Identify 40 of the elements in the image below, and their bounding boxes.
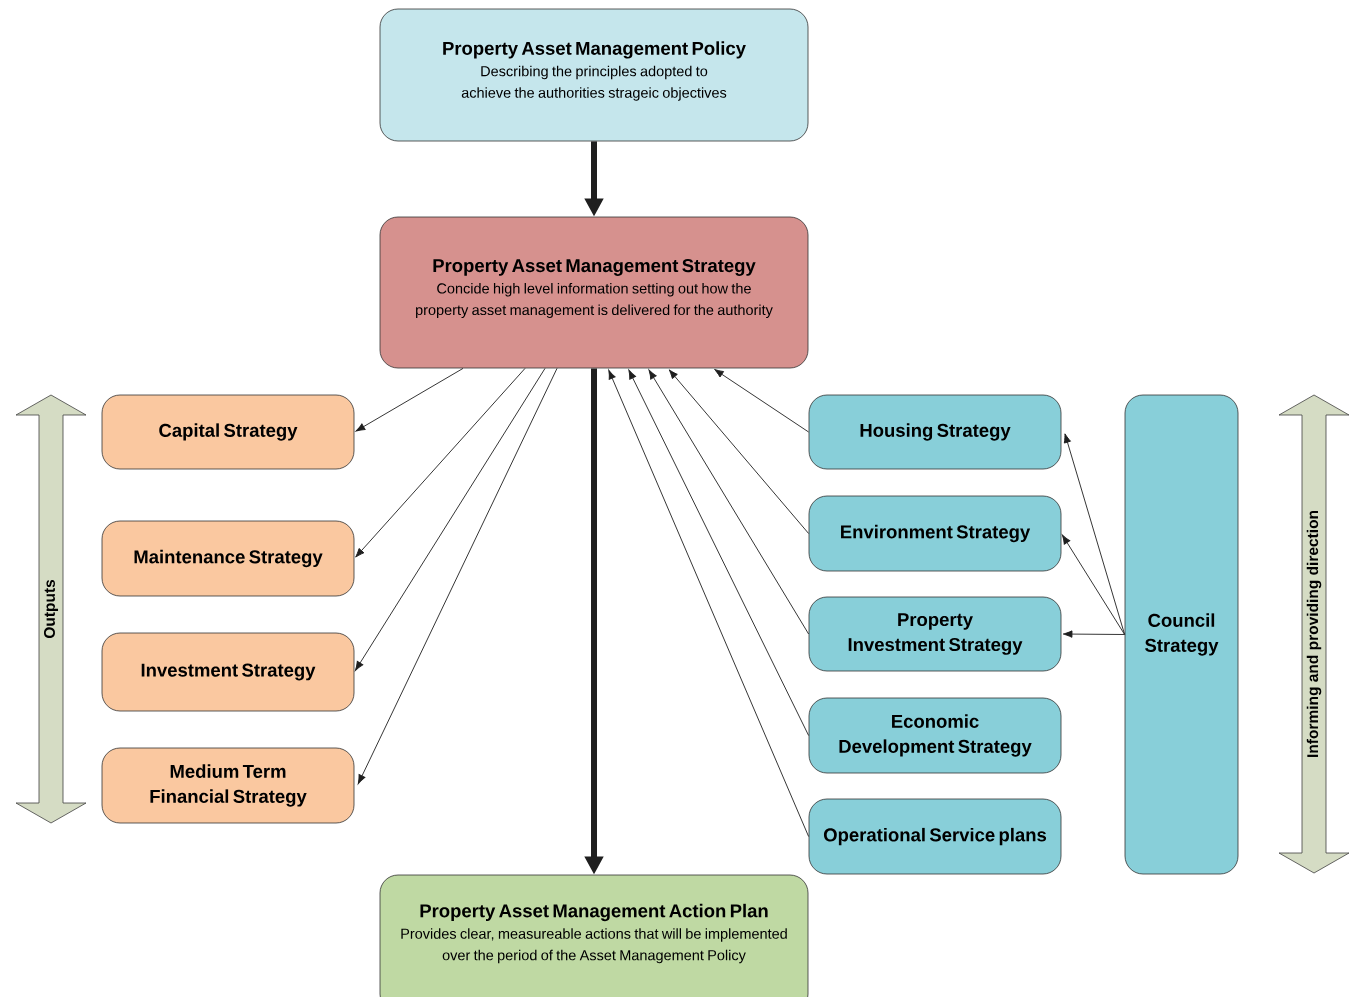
arrow-label: Outputs	[44, 579, 58, 639]
arrow	[1063, 433, 1126, 635]
arrow	[668, 369, 810, 534]
arrow	[355, 367, 526, 558]
box-text: Property Asset Management Policy Describing the principles adopted to achieve the authorities strageic objectives	[443, 41, 746, 101]
council-box	[1124, 394, 1239, 875]
box-text: Investment Strategy	[141, 663, 316, 681]
arrow	[608, 369, 810, 837]
output-box	[101, 394, 355, 470]
arrow	[648, 369, 810, 635]
arrow	[714, 369, 810, 433]
box-text: Housing Strategy	[860, 423, 1011, 441]
box-text: Property Investment Strategy	[848, 613, 1023, 655]
strategy-box	[379, 216, 809, 369]
box-text: Property Asset Management Strategy Concide high level information setting out how the property asset management is delivered for the authority	[416, 259, 773, 318]
box-text: Capital Strategy	[159, 423, 298, 441]
output-box	[101, 520, 355, 597]
box-text: Medium Term Financial Strategy	[150, 764, 307, 807]
box-text: Operational Service plans	[823, 827, 1047, 846]
input-box	[808, 394, 1062, 470]
output-box	[101, 632, 355, 712]
box-text: Environment Strategy	[841, 524, 1031, 543]
box-text: Council Strategy	[1145, 613, 1219, 656]
arrow	[354, 367, 546, 671]
arrow	[1062, 534, 1126, 635]
output-box	[101, 747, 355, 824]
policy-box	[379, 8, 809, 142]
arrow-label: Informing and providing direction	[1306, 510, 1322, 757]
box-text: Economic Development Strategy	[839, 714, 1032, 757]
arrow	[628, 369, 810, 736]
box-text: Property Asset Management Action Plan Provides clear, measureable actions that will be implemented over the period of the Asset Management Policy	[401, 903, 787, 964]
arrow	[357, 367, 558, 785]
arrow	[355, 367, 464, 432]
input-box	[808, 798, 1062, 875]
input-box	[808, 596, 1062, 672]
arrow	[1062, 630, 1126, 638]
action-plan-box	[379, 874, 809, 997]
box-text: Maintenance Strategy	[134, 549, 323, 568]
input-box	[808, 697, 1062, 774]
input-box	[808, 495, 1062, 572]
